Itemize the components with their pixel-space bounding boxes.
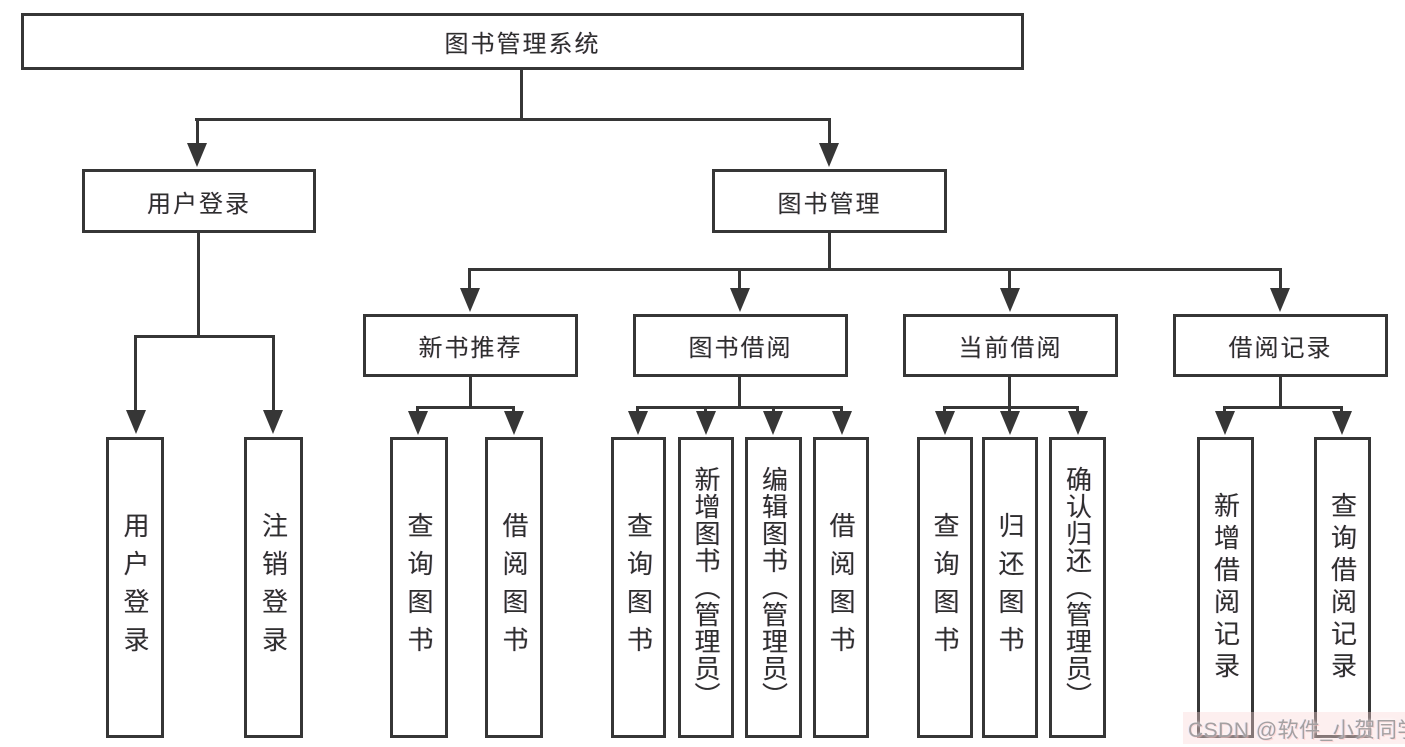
connector-records-branch	[1223, 406, 1343, 409]
arrow-down-icon	[1215, 411, 1235, 435]
connector-shaft	[468, 268, 471, 290]
connector-shaft	[272, 335, 275, 411]
node-leaf-bb-borrow-books: 借阅图书	[813, 437, 869, 738]
arrow-down-icon	[832, 411, 852, 435]
node-leaf-bb-borrow-books-label: 借阅图书	[826, 511, 856, 664]
arrow-down-icon	[696, 411, 716, 435]
connector-shaft	[1076, 406, 1079, 413]
node-leaf-br-query-record-label: 查询借阅记录	[1327, 491, 1358, 684]
connector-shaft	[1008, 406, 1011, 413]
node-leaf-logout-label: 注销登录	[258, 511, 289, 664]
node-leaf-bb-edit-books-admin-label: 编辑图书（管理员）	[758, 466, 789, 709]
node-book-management-label: 图书管理	[777, 190, 882, 218]
connector-userlogin-branch	[134, 335, 274, 338]
connector-shaft	[1223, 406, 1226, 413]
node-root-label: 图书管理系统	[444, 31, 601, 58]
arrow-down-icon	[730, 288, 750, 312]
node-leaf-nb-borrow-books: 借阅图书	[485, 437, 543, 738]
connector-shaft	[704, 406, 707, 413]
connector-currentborrow-stem	[1008, 377, 1011, 406]
connector-shaft	[1279, 268, 1282, 290]
node-leaf-cb-confirm-return-admin: 确认归还（管理员）	[1049, 437, 1106, 738]
node-leaf-bb-query-books-label: 查询图书	[623, 511, 654, 664]
node-leaf-user-login-label: 用户登录	[120, 511, 150, 664]
arrow-down-icon	[763, 411, 783, 435]
node-book-borrow-label: 图书借阅	[688, 335, 793, 362]
watermark-band	[1183, 712, 1405, 744]
node-leaf-nb-query-books: 查询图书	[390, 437, 448, 738]
node-leaf-bb-query-books: 查询图书	[611, 437, 666, 738]
node-book-management: 图书管理	[712, 169, 947, 233]
connector-shaft	[738, 268, 741, 290]
connector-shaft	[134, 335, 137, 411]
connector-bookmgmt-branch	[468, 268, 1281, 271]
arrow-down-icon	[263, 410, 283, 434]
node-user-login: 用户登录	[82, 169, 316, 233]
arrow-down-icon	[1270, 288, 1290, 312]
node-current-borrow-label: 当前借阅	[958, 335, 1063, 362]
connector-userlogin-stem	[197, 233, 200, 335]
arrow-down-icon	[819, 143, 839, 167]
arrow-down-icon	[408, 411, 428, 435]
connector-shaft	[636, 406, 639, 413]
connector-shaft	[416, 406, 419, 413]
node-new-book-recommend: 新书推荐	[363, 314, 578, 377]
arrow-down-icon	[935, 411, 955, 435]
node-new-book-recommend-label: 新书推荐	[418, 335, 523, 362]
node-leaf-bb-add-books-admin-label: 新增图书（管理员）	[691, 466, 721, 709]
node-leaf-cb-return-books: 归还图书	[982, 437, 1038, 738]
arrow-down-icon	[1000, 288, 1020, 312]
watermark-text: CSDN @软件_小贺同学	[1188, 719, 1405, 742]
connector-newbook-branch	[416, 406, 515, 409]
node-leaf-br-add-record-label: 新增借阅记录	[1210, 491, 1241, 684]
connector-root-branch	[195, 118, 831, 121]
arrow-down-icon	[504, 411, 524, 435]
connector-shaft	[840, 406, 843, 413]
node-leaf-logout: 注销登录	[244, 437, 303, 738]
node-borrow-records: 借阅记录	[1173, 314, 1388, 377]
node-leaf-cb-query-books: 查询图书	[917, 437, 973, 738]
node-leaf-cb-return-books-label: 归还图书	[995, 511, 1025, 664]
connector-shaft	[196, 118, 199, 145]
arrow-down-icon	[126, 410, 146, 434]
node-leaf-nb-query-books-label: 查询图书	[404, 511, 434, 664]
connector-bookborrow-branch	[636, 406, 843, 409]
connector-shaft	[1340, 406, 1343, 413]
connector-shaft	[512, 406, 515, 413]
node-leaf-user-login: 用户登录	[106, 437, 164, 738]
node-borrow-records-label: 借阅记录	[1228, 335, 1333, 362]
arrow-down-icon	[1000, 411, 1020, 435]
node-leaf-br-add-record: 新增借阅记录	[1197, 437, 1254, 738]
connector-currentborrow-branch	[943, 406, 1079, 409]
node-current-borrow: 当前借阅	[903, 314, 1118, 377]
arrow-down-icon	[1332, 411, 1352, 435]
connector-bookborrow-stem	[738, 377, 741, 406]
connector-bookmgmt-stem	[828, 233, 831, 268]
node-leaf-bb-add-books-admin: 新增图书（管理员）	[678, 437, 734, 738]
node-leaf-br-query-record: 查询借阅记录	[1314, 437, 1371, 738]
connector-records-stem	[1279, 377, 1282, 406]
node-leaf-bb-edit-books-admin: 编辑图书（管理员）	[745, 437, 802, 738]
connector-root-stem	[520, 69, 523, 118]
connector-shaft	[828, 118, 831, 145]
node-user-login-label: 用户登录	[147, 190, 251, 218]
node-book-borrow: 图书借阅	[633, 314, 848, 377]
arrow-down-icon	[460, 288, 480, 312]
node-leaf-cb-confirm-return-admin-label: 确认归还（管理员）	[1062, 466, 1093, 709]
connector-shaft	[772, 406, 775, 413]
node-root: 图书管理系统	[21, 13, 1024, 70]
connector-shaft	[943, 406, 946, 413]
arrow-down-icon	[187, 143, 207, 167]
arrow-down-icon	[1068, 411, 1088, 435]
arrow-down-icon	[628, 411, 648, 435]
node-leaf-nb-borrow-books-label: 借阅图书	[499, 511, 529, 664]
connector-shaft	[1008, 268, 1011, 290]
node-leaf-cb-query-books-label: 查询图书	[930, 511, 960, 664]
connector-newbook-stem	[469, 377, 472, 406]
